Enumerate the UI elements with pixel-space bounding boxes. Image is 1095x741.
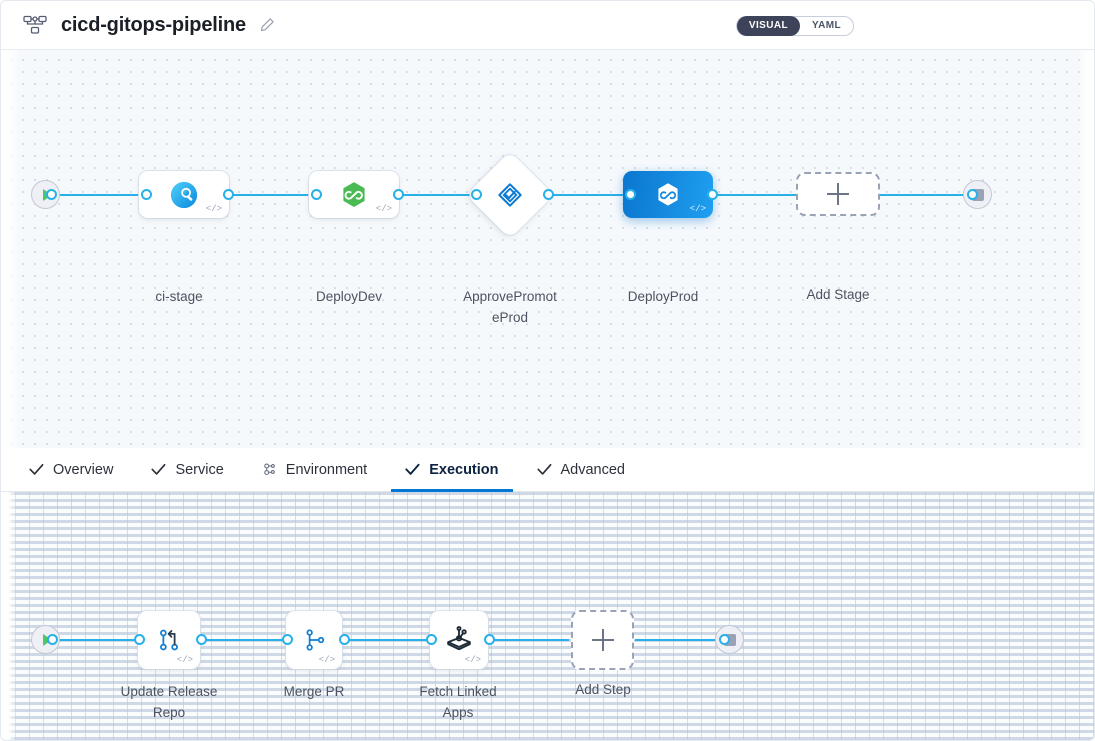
stage-node-deploydev[interactable]: </> [309, 171, 399, 218]
edge-fetch-linked-apps-to-addstep [489, 639, 569, 641]
port-merge-pr-in[interactable] [282, 634, 293, 645]
add-step-label: Add Step [575, 682, 631, 697]
stage-node-approve-promote-prod[interactable] [466, 151, 554, 239]
stage-node-deployprod[interactable]: </> [623, 171, 713, 218]
step-node-merge-pr[interactable]: </> [286, 611, 342, 669]
check-icon [151, 462, 166, 477]
stage-graph-canvas[interactable]: </> ci-stage </> DeployDev [1, 50, 1094, 448]
port-update-release-repo-in[interactable] [134, 634, 145, 645]
port-update-release-repo-out[interactable] [196, 634, 207, 645]
tab-label: Overview [53, 461, 114, 478]
port-fetch-linked-apps-out[interactable] [484, 634, 495, 645]
edge-merge-pr-to-fetch-linked-apps [345, 639, 435, 641]
code-badge: </> [205, 204, 222, 214]
stage-graph: </> ci-stage </> DeployDev [1, 50, 1094, 448]
infrastructure-icon [262, 462, 277, 477]
pencil-edit-icon[interactable] [258, 16, 276, 34]
add-stage-label: Add Stage [806, 287, 870, 302]
step-node-update-release-repo[interactable]: </> [138, 611, 200, 669]
port-deploydev-out[interactable] [393, 189, 404, 200]
edge-approve-to-deployprod [545, 194, 629, 196]
stage-label-deployprod: DeployProd [627, 289, 699, 304]
harness-ci-icon [170, 181, 198, 208]
edge-deployprod-to-addstage [713, 194, 798, 196]
edge-addstep-to-end [635, 639, 723, 641]
merge-pr-icon [306, 629, 325, 651]
gitops-hexagon-white-icon [658, 182, 678, 206]
edge-update-release-repo-to-merge-pr [201, 639, 291, 641]
code-badge: </> [689, 204, 706, 214]
port-start-out[interactable] [46, 189, 57, 200]
tab-advanced[interactable]: Advanced [523, 448, 640, 492]
tab-label: Execution [429, 461, 499, 478]
add-stage-button[interactable] [796, 172, 880, 216]
tab-label: Environment [285, 461, 368, 478]
step-label-merge-pr: Merge PR [283, 684, 345, 699]
code-badge: </> [464, 655, 481, 665]
stage-node-ci-stage[interactable]: </> [139, 171, 229, 218]
add-step-button[interactable] [571, 610, 634, 670]
check-icon [29, 462, 44, 477]
tab-overview[interactable]: Overview [15, 448, 127, 492]
page-title: cicd-gitops-pipeline [61, 13, 246, 36]
port-exec-start-out[interactable] [47, 634, 58, 645]
edge-addstage-to-end [879, 194, 971, 196]
edge-start-to-ci [51, 194, 146, 196]
code-badge: </> [176, 655, 193, 665]
stage-label-deploydev: DeployDev [315, 289, 383, 304]
tab-label: Advanced [560, 461, 626, 478]
check-icon [536, 462, 552, 477]
pipeline-header: cicd-gitops-pipeline VISUAL YAML [1, 1, 1094, 50]
stage-config-tabs: Overview Service Environment [1, 448, 1094, 492]
code-badge: </> [318, 655, 335, 665]
port-approve-out[interactable] [543, 189, 554, 200]
tab-execution[interactable]: Execution [391, 448, 513, 492]
port-deployprod-out[interactable] [707, 189, 718, 200]
port-ci-out[interactable] [223, 189, 234, 200]
code-badge: </> [375, 204, 392, 214]
stage-label-ci-stage: ci-stage [155, 289, 203, 304]
port-deployprod-in[interactable] [625, 189, 636, 200]
port-end-in[interactable] [967, 189, 978, 200]
edge-deploydev-to-approve [397, 194, 477, 196]
step-node-fetch-linked-apps[interactable]: </> [430, 611, 488, 669]
port-deploydev-in[interactable] [311, 189, 322, 200]
gitops-hexagon-green-icon [343, 181, 365, 207]
edge-ci-to-deploydev [227, 194, 320, 196]
toggle-visual[interactable]: VISUAL [736, 16, 800, 36]
plus-icon [827, 183, 849, 205]
tab-environment[interactable]: Environment [248, 448, 381, 492]
port-ci-in[interactable] [141, 189, 152, 200]
toggle-yaml[interactable]: YAML [811, 20, 841, 31]
port-exec-end-in[interactable] [719, 634, 730, 645]
fetch-linked-apps-icon [447, 626, 471, 651]
tab-label: Service [175, 461, 224, 478]
plus-icon [591, 629, 614, 651]
approval-diamond-icon [466, 151, 554, 239]
port-merge-pr-out[interactable] [339, 634, 350, 645]
update-release-repo-icon [160, 629, 178, 651]
tab-service[interactable]: Service [137, 448, 237, 492]
port-fetch-linked-apps-in[interactable] [426, 634, 437, 645]
port-approve-in[interactable] [471, 189, 482, 200]
view-mode-toggle[interactable]: VISUAL YAML [735, 16, 854, 36]
check-icon [405, 462, 420, 477]
edge-start-to-update-release-repo [51, 639, 146, 641]
pipeline-nodes-icon [23, 13, 47, 37]
